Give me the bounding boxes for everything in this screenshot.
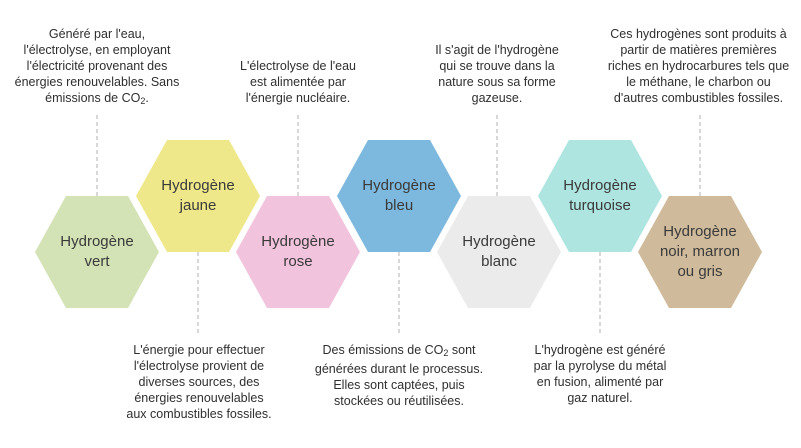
note-blanc: Il s'agit de l'hydrogène qui se trouve d… [435,43,559,105]
hex-jaune: Hydrogène jaune [136,140,260,252]
hex-turquoise: Hydrogène turquoise [538,140,662,252]
hex-bleu: Hydrogène bleu [337,140,461,252]
hex-shape-vert [35,196,159,308]
hex-shape-rose [236,196,360,308]
note-vert-sub: 2 [140,96,146,106]
hex-rose: Hydrogène rose [236,196,360,308]
hex-noir: Hydrogène noir, marron ou gris [638,196,762,308]
hex-label-bleu: Hydrogène bleu [362,177,436,214]
note-vert: Généré par l'eau, l'électrolyse, en empl… [2,26,192,109]
hex-blanc: Hydrogène blanc [437,196,561,308]
hex-label-jaune: Hydrogène jaune [161,177,235,214]
hex-shape-noir [638,196,762,308]
hex-label-blanc: Hydrogène blanc [462,233,536,270]
note-jaune: L'énergie pour effectuer l'électrolyse p… [126,343,272,421]
hex-shape-turquoise [538,140,662,252]
hex-shape-blanc [437,196,561,308]
hex-label-vert: Hydrogène vert [60,233,134,270]
note-bleu: Des émissions de CO2 sont générées duran… [304,342,494,409]
hex-shape-bleu [337,140,461,252]
note-bleu-text: Des émissions de CO [322,343,444,357]
hex-label-noir: Hydrogène noir, marron ou gris [659,223,741,280]
note-bleu-sub: 2 [443,348,449,358]
hex-vert: Hydrogène vert [35,196,159,308]
hex-label-rose: Hydrogène rose [261,233,335,270]
hex-label-turquoise: Hydrogène turquoise [563,177,637,214]
hex-shape-jaune [136,140,260,252]
note-turquoise: L'hydrogène est généré par la pyrolyse d… [533,343,667,405]
note-bleu-end: sont générées durant le processus. Elles… [314,343,484,408]
note-rose: L'électrolyse de l'eau est alimentée par… [240,59,356,105]
note-vert-text: Généré par l'eau, l'électrolyse, en empl… [14,27,180,105]
note-vert-end: . [145,91,149,105]
note-noir: Ces hydrogènes sont produits à partir de… [607,27,790,105]
